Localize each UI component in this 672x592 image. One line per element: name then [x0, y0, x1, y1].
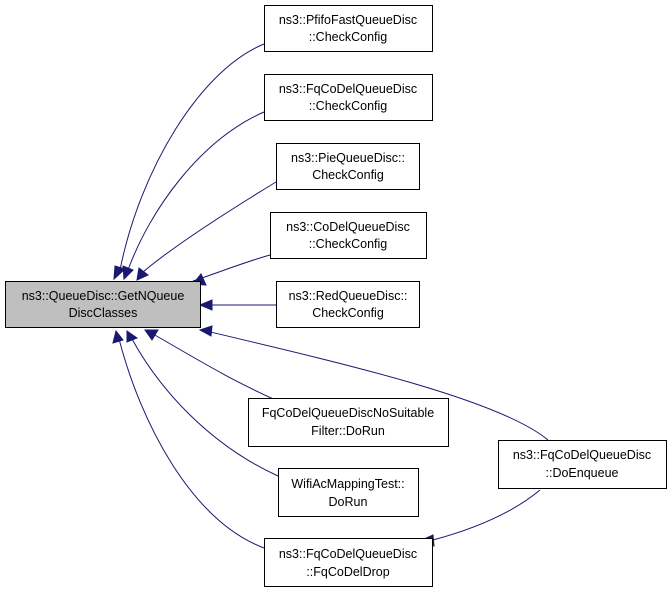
node-box	[276, 281, 420, 328]
node-box	[248, 398, 449, 447]
node-fqcodeldrop[interactable]: ns3::FqCoDelQueueDisc ::FqCoDelDrop	[264, 538, 433, 587]
node-label-line2: DoRun	[329, 495, 368, 509]
node-label-line2: CheckConfig	[312, 306, 384, 320]
node-box	[270, 212, 427, 259]
edge-pie-checkconfig	[142, 181, 277, 273]
node-root-box	[5, 281, 201, 328]
node-box	[498, 440, 667, 489]
arrowheads	[112, 265, 435, 547]
node-box	[264, 74, 433, 121]
node-label-line2: ::FqCoDelDrop	[306, 565, 389, 579]
edge-wifiacmapping-dorun	[131, 338, 279, 477]
node-label-line2: CheckConfig	[312, 168, 384, 182]
edge-codel-checkconfig	[192, 254, 271, 282]
node-label-line1: WifiAcMappingTest::	[291, 477, 404, 491]
node-doenqueue[interactable]: ns3::FqCoDelQueueDisc ::DoEnqueue	[498, 440, 667, 489]
arrowhead-fqcodel	[122, 265, 134, 281]
node-pie-checkconfig[interactable]: ns3::PieQueueDisc:: CheckConfig	[276, 143, 420, 190]
node-label-line1: FqCoDelQueueDiscNoSuitable	[262, 406, 434, 420]
node-box	[264, 538, 433, 587]
node-label-line1: ns3::FqCoDelQueueDisc	[279, 547, 417, 561]
node-label-line1: ns3::FqCoDelQueueDisc	[279, 82, 417, 96]
arrowhead-pfifofast	[113, 265, 126, 281]
edge-pfifofast-checkconfig	[119, 43, 265, 271]
node-root-label-line1: ns3::QueueDisc::GetNQueue	[22, 289, 185, 303]
node-label-line2: ::DoEnqueue	[546, 466, 619, 480]
node-label-line1: ns3::PieQueueDisc::	[291, 151, 405, 165]
node-wifiacmapping-dorun[interactable]: WifiAcMappingTest:: DoRun	[278, 468, 419, 517]
arrowhead-pie	[136, 267, 149, 281]
node-label-line2: ::CheckConfig	[309, 30, 388, 44]
node-root-getnqueuediscclasses[interactable]: ns3::QueueDisc::GetNQueue DiscClasses	[5, 281, 201, 328]
arrowhead-doenqueue	[198, 325, 213, 337]
node-box	[276, 143, 420, 190]
node-nosuitablefilter-dorun[interactable]: FqCoDelQueueDiscNoSuitable Filter::DoRun	[248, 398, 449, 447]
edge-fqcodel-checkconfig	[127, 111, 265, 271]
node-label-line1: ns3::FqCoDelQueueDisc	[513, 448, 651, 462]
node-codel-checkconfig[interactable]: ns3::CoDelQueueDisc ::CheckConfig	[270, 212, 427, 259]
edge-fqcodeldrop	[118, 338, 265, 549]
node-label-line2: ::CheckConfig	[309, 237, 388, 251]
node-label-line1: ns3::PfifoFastQueueDisc	[279, 13, 417, 27]
node-label-line2: Filter::DoRun	[311, 424, 385, 438]
node-red-checkconfig[interactable]: ns3::RedQueueDisc:: CheckConfig	[276, 281, 420, 328]
node-root-label-line2: DiscClasses	[69, 306, 138, 320]
arrowhead-fqcodeldrop	[112, 329, 124, 344]
node-label-line1: ns3::RedQueueDisc::	[289, 289, 408, 303]
node-label-line2: ::CheckConfig	[309, 99, 388, 113]
node-box	[264, 5, 433, 52]
edge-doenqueue-to-fqcodeldrop	[432, 489, 541, 541]
node-label-line1: ns3::CoDelQueueDisc	[286, 220, 410, 234]
edge-doenqueue	[201, 329, 549, 441]
node-box	[278, 468, 419, 517]
edges	[118, 43, 549, 549]
node-fqcodel-checkconfig[interactable]: ns3::FqCoDelQueueDisc ::CheckConfig	[264, 74, 433, 121]
arrowhead-red	[198, 299, 213, 311]
arrowhead-wifiacmapping	[126, 330, 139, 343]
arrowhead-nosuitablefilter	[144, 329, 159, 341]
node-pfifofast-checkconfig[interactable]: ns3::PfifoFastQueueDisc ::CheckConfig	[264, 5, 433, 52]
edge-nosuitablefilter-dorun	[152, 333, 279, 402]
